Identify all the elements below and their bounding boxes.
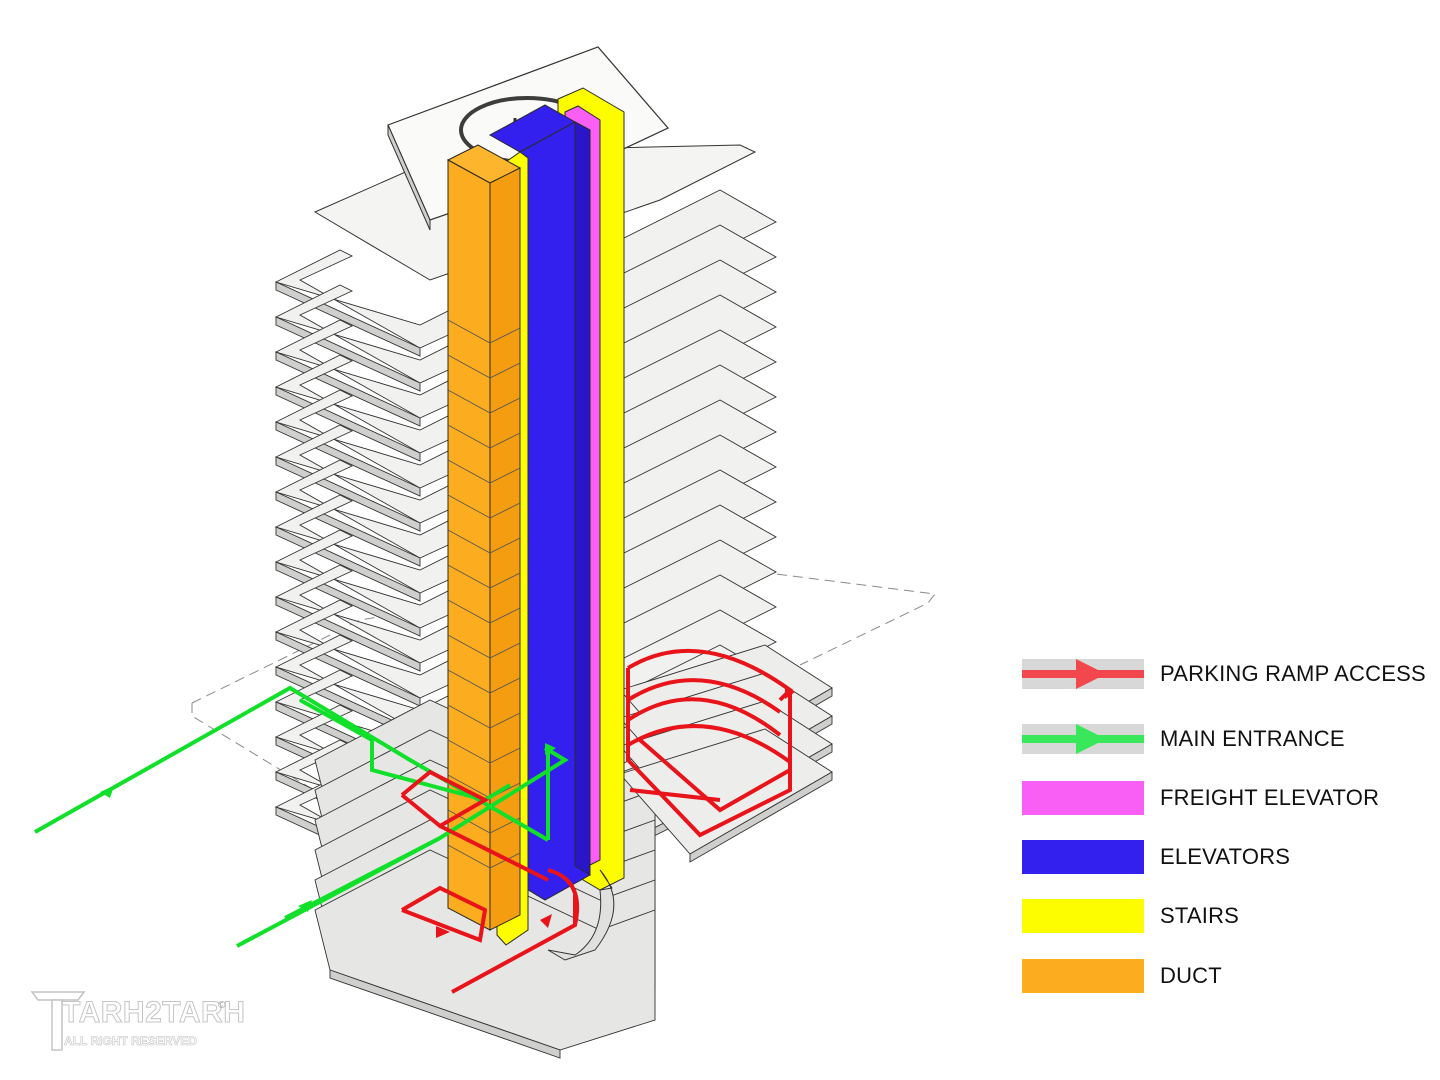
copyright-symbol: © — [218, 1000, 226, 1011]
core-floor-line — [447, 459, 521, 484]
stairs-swatch — [1022, 899, 1144, 933]
legend-label: DUCT — [1160, 963, 1222, 988]
legend-item-main-entrance: MAIN ENTRANCE — [1020, 720, 1420, 760]
legend-item-freight-elevator: FREIGHT ELEVATOR — [1020, 779, 1420, 819]
core-floor-line — [447, 494, 521, 519]
duct-core — [447, 159, 491, 931]
core-floor-line — [447, 669, 521, 694]
podium-slab — [314, 849, 656, 1059]
parking-ramp-arrow-icon — [1022, 657, 1144, 691]
watermark-subtitle: ALL RIGHT RESERVED — [64, 1034, 198, 1049]
legend-label: ELEVATORS — [1160, 844, 1291, 869]
parking-slab — [619, 728, 833, 863]
core-floor-line — [447, 564, 521, 589]
core-floor-line — [447, 634, 521, 659]
legend-item-duct: DUCT — [1020, 957, 1420, 997]
legend-item-elevators: ELEVATORS — [1020, 838, 1420, 878]
elevators-swatch — [1022, 840, 1144, 874]
legend-label: MAIN ENTRANCE — [1160, 726, 1345, 751]
duct-swatch — [1022, 959, 1144, 993]
core-floor-line — [447, 389, 521, 414]
ramp-curve-shell — [547, 869, 615, 961]
core-floor-line — [447, 704, 521, 729]
core-floor-line — [447, 319, 521, 344]
column-logo-icon — [30, 991, 86, 1051]
parking-ramp-path — [400, 648, 794, 994]
elevators-core-side — [574, 121, 591, 876]
legend-item-parking-ramp-access: PARKING RAMP ACCESS — [1020, 655, 1426, 695]
legend-item-stairs: STAIRS — [1020, 897, 1420, 937]
freight-elevator-swatch — [1022, 781, 1144, 815]
core-floor-lines — [447, 319, 521, 869]
watermark-brand: TARH2TARH — [61, 996, 246, 1030]
core-floor-line — [447, 354, 521, 379]
parking-arrow-icon — [436, 685, 795, 938]
core-floor-line — [447, 529, 521, 554]
entrance-arrow-icon — [100, 743, 556, 912]
vertical-cores — [446, 87, 625, 946]
legend-label: FREIGHT ELEVATOR — [1160, 785, 1380, 810]
legend-label: STAIRS — [1160, 903, 1240, 928]
core-floor-line — [447, 739, 521, 764]
core-floor-line — [447, 424, 521, 449]
duct-core-side — [489, 167, 521, 931]
watermark-logo: TARH2TARH ALL RIGHT RESERVED © — [28, 986, 245, 1056]
main-entrance-path — [34, 685, 569, 948]
core-floor-line — [447, 599, 521, 624]
core-floor-line — [447, 809, 521, 834]
main-entrance-arrow-icon — [1022, 722, 1144, 756]
core-floor-line — [447, 844, 521, 869]
legend-label: PARKING RAMP ACCESS — [1160, 661, 1426, 686]
